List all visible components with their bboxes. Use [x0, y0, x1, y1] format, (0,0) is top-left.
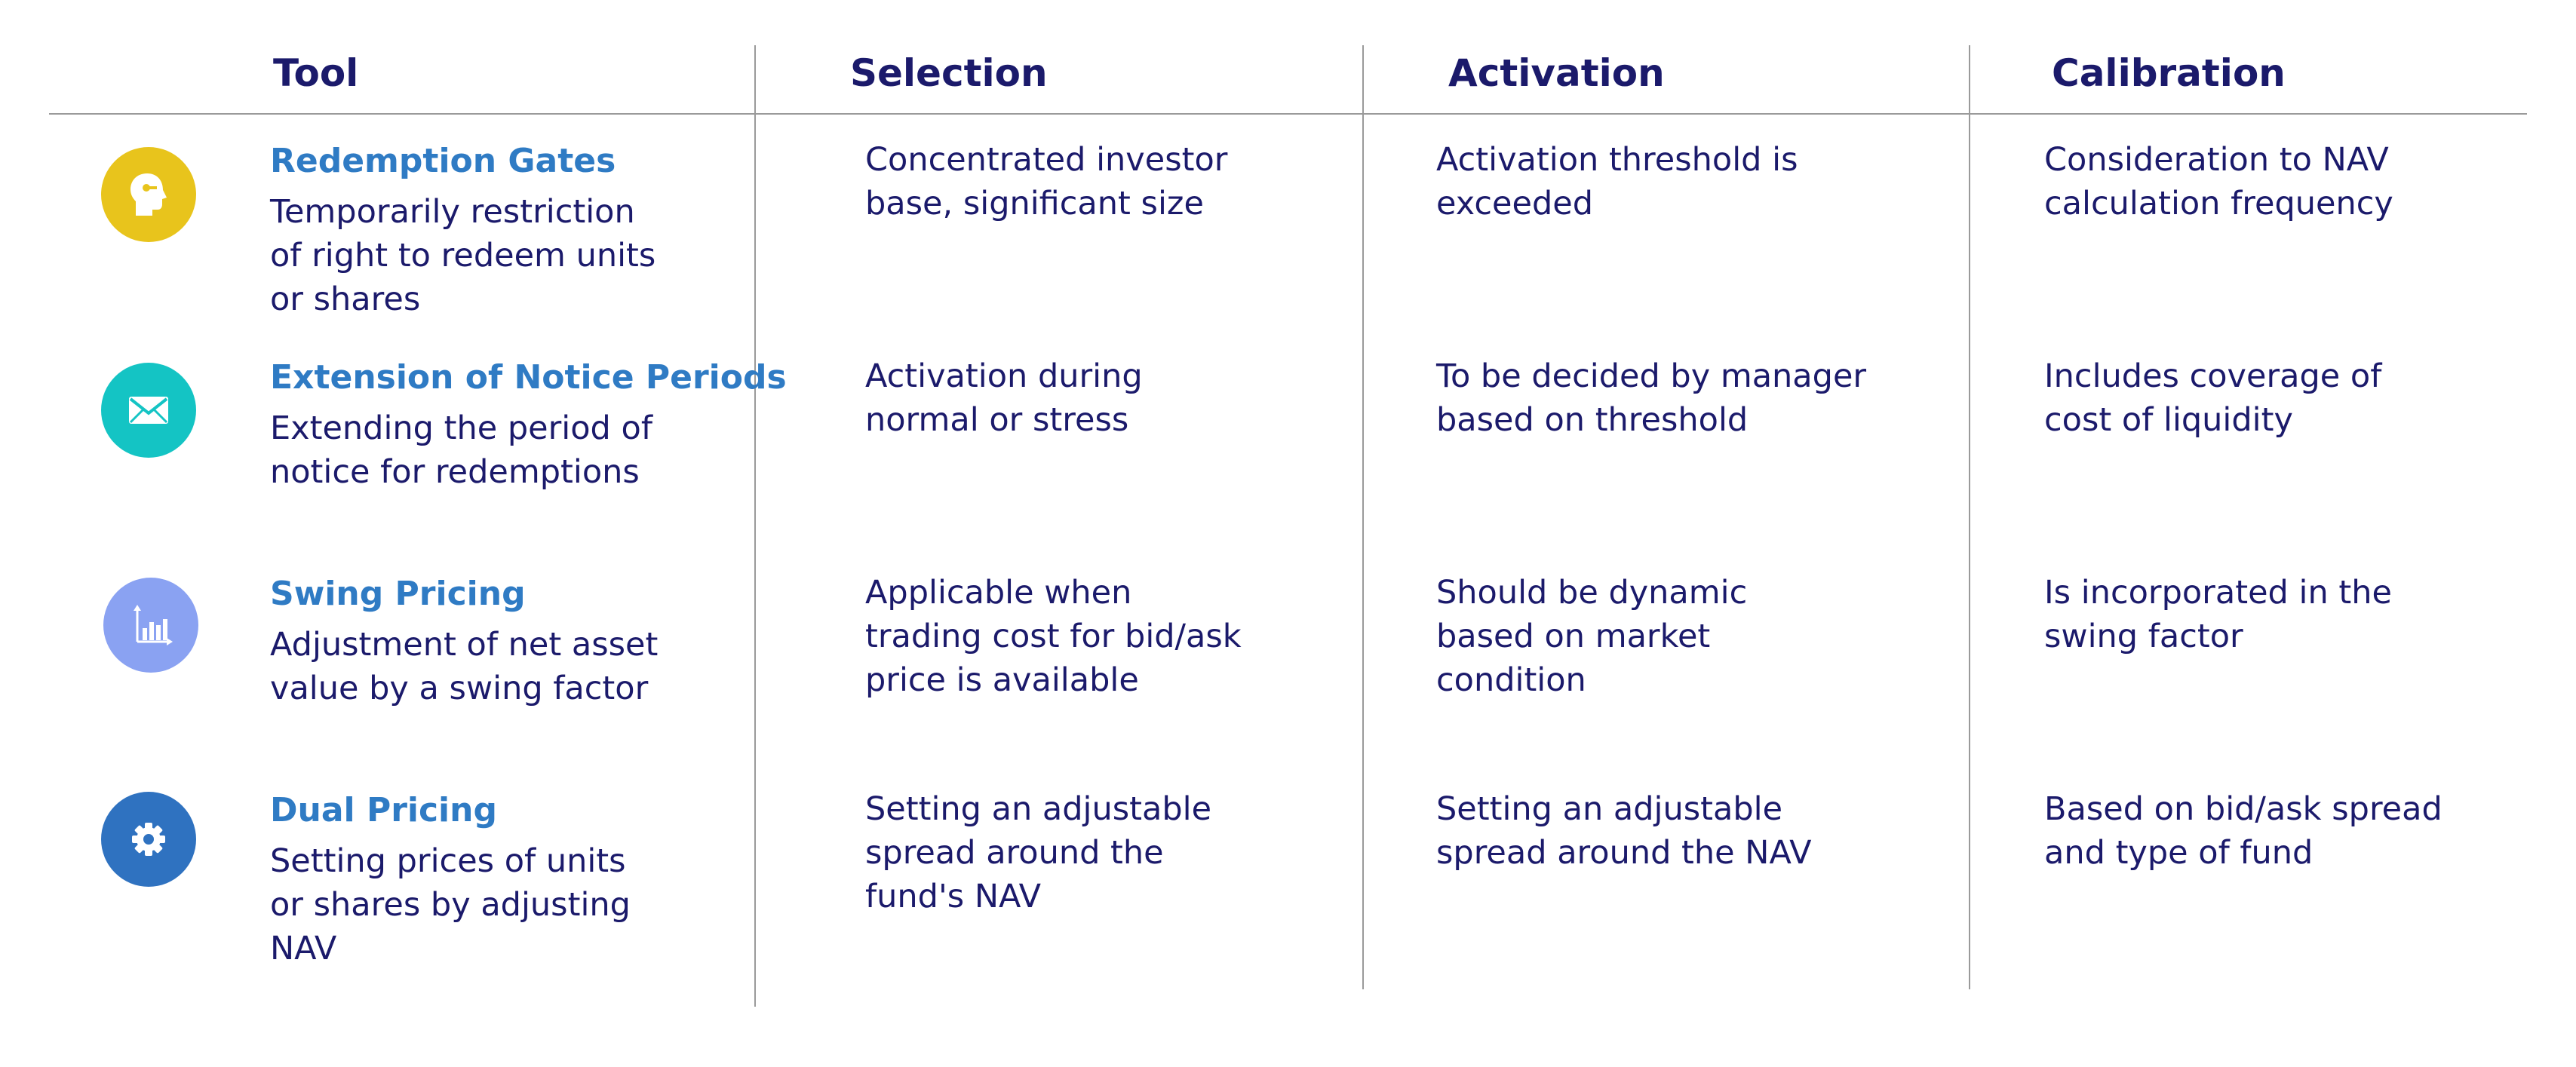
envelope-icon [129, 397, 168, 424]
tool-title-redemption-gates: Redemption Gates [270, 142, 616, 180]
gear-icon [132, 823, 165, 856]
column-header-tool: Tool [273, 51, 359, 95]
calibration-extension-notice: Includes coverage of cost of liquidity [2044, 357, 2382, 439]
column-header-calibration: Calibration [2052, 51, 2286, 95]
activation-extension-notice: To be decided by manager based on thresh… [1436, 357, 1867, 439]
column-divider-3 [1969, 45, 1970, 989]
column-divider-2 [1362, 45, 1364, 989]
calibration-dual-pricing: Based on bid/ask spread and type of fund [2044, 790, 2442, 872]
tool-description-redemption-gates: Temporarily restriction of right to rede… [270, 193, 656, 318]
calibration-swing-pricing: Is incorporated in the swing factor [2044, 574, 2392, 655]
redemption-gates-icon [101, 147, 196, 242]
header-divider [49, 113, 2527, 115]
selection-extension-notice: Activation during normal or stress [865, 357, 1143, 439]
selection-redemption-gates: Concentrated investor base, significant … [865, 141, 1228, 222]
activation-swing-pricing: Should be dynamic based on market condit… [1436, 574, 1748, 699]
swing-pricing-icon [103, 578, 198, 673]
tool-title-extension-notice: Extension of Notice Periods [270, 358, 787, 397]
bar-chart-icon [134, 605, 173, 645]
tool-description-swing-pricing: Adjustment of net asset value by a swing… [270, 626, 659, 707]
tool-title-swing-pricing: Swing Pricing [270, 575, 526, 613]
column-header-selection: Selection [850, 51, 1048, 95]
column-header-activation: Activation [1448, 51, 1665, 95]
activation-redemption-gates: Activation threshold is exceeded [1436, 141, 1798, 222]
selection-dual-pricing: Setting an adjustable spread around the … [865, 790, 1212, 915]
dual-pricing-icon [101, 792, 196, 887]
head-icon [130, 173, 167, 216]
tool-description-extension-notice: Extending the period of notice for redem… [270, 409, 652, 491]
calibration-redemption-gates: Consideration to NAV calculation frequen… [2044, 141, 2393, 222]
tool-description-dual-pricing: Setting prices of units or shares by adj… [270, 842, 631, 967]
column-divider-1 [754, 45, 756, 1007]
selection-swing-pricing: Applicable when trading cost for bid/ask… [865, 574, 1242, 699]
tool-title-dual-pricing: Dual Pricing [270, 791, 497, 829]
activation-dual-pricing: Setting an adjustable spread around the … [1436, 790, 1812, 872]
extension-notice-icon [101, 363, 196, 458]
